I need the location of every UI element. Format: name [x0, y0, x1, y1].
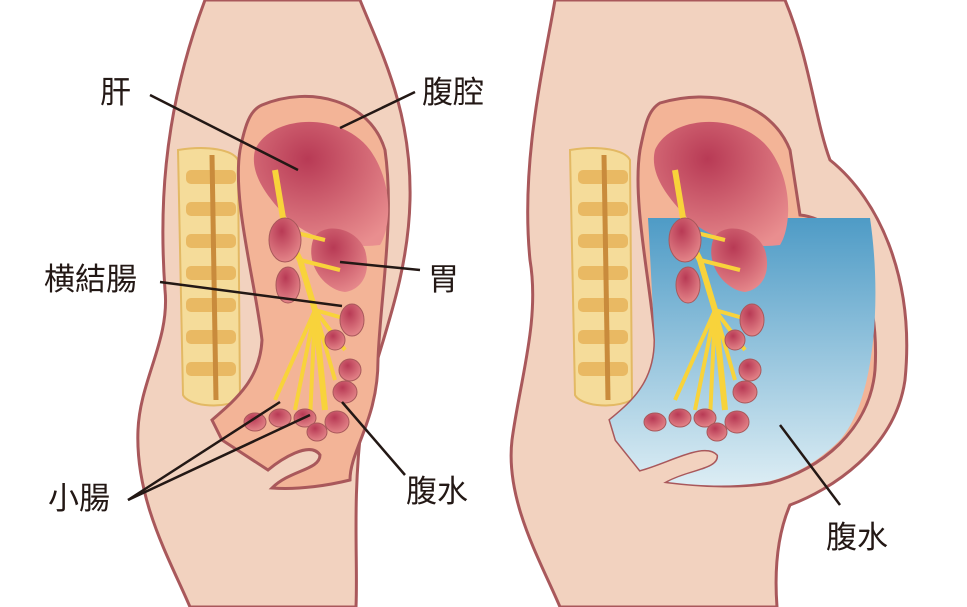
normal-abdomen	[136, 0, 412, 607]
stomach	[311, 228, 368, 292]
ascites-abdomen	[509, 0, 909, 607]
label-peritoneal-cavity: 腹腔	[422, 75, 484, 111]
label-small-intestine: 小腸	[48, 481, 110, 517]
liver	[253, 121, 389, 246]
leader-lines	[127, 90, 841, 506]
label-stomach: 胃	[428, 262, 459, 298]
label-ascites-left: 腹水	[406, 474, 468, 510]
label-ascites-right: 腹水	[826, 520, 888, 556]
label-liver: 肝	[100, 75, 131, 111]
label-transverse-colon: 横結腸	[44, 262, 137, 298]
